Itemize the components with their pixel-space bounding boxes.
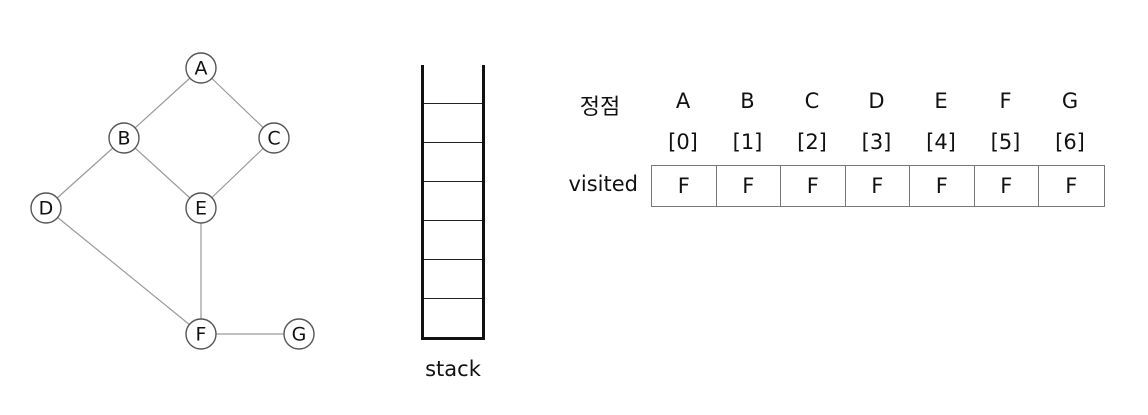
stack-container [421, 65, 485, 340]
visited-cell-e: F [910, 166, 975, 206]
visited-cell-g: F [1065, 174, 1078, 198]
column-vertex-f: F [999, 89, 1012, 113]
visited-cell-f: F [975, 166, 1039, 206]
edge-b-d [45, 137, 125, 209]
stack-slot [424, 298, 482, 337]
column-index-3: [3] [861, 130, 892, 154]
visited-cell-a: F [652, 166, 717, 206]
edge-a-c [200, 67, 275, 139]
graph-node-f: F [185, 318, 217, 350]
node-label: F [196, 324, 207, 346]
graph-node-a: A [185, 52, 217, 84]
node-circle [30, 192, 62, 224]
column-vertex-g: G [1061, 89, 1079, 113]
node-circle [185, 318, 217, 350]
node-label: A [195, 58, 208, 80]
column-vertex-c: C [804, 89, 820, 113]
edge-a-b [123, 67, 202, 139]
stack-slot [424, 103, 482, 142]
node-label: G [292, 324, 307, 346]
graph-node-c: C [258, 122, 290, 154]
stack-slot [424, 142, 482, 181]
column-vertex-e: E [934, 89, 948, 113]
stack-slot [424, 181, 482, 220]
edge-c-e [200, 137, 275, 209]
visited-array: F F F F F F F [651, 165, 1105, 207]
edge-d-f [45, 207, 202, 335]
node-label: B [117, 128, 130, 150]
column-index-0: [0] [668, 130, 698, 154]
stack-slot [424, 220, 482, 259]
stack-label: stack [425, 357, 481, 381]
column-vertex-d: D [868, 89, 885, 113]
column-index-6: [6] [1055, 130, 1085, 154]
visited-cell-d: F [846, 166, 910, 206]
graph-node-e: E [185, 192, 217, 224]
node-circle [185, 52, 217, 84]
node-circle [185, 192, 217, 224]
graph-diagram: A B C D E F G [30, 52, 315, 350]
column-index-2: [2] [797, 130, 827, 154]
node-label: D [39, 198, 54, 220]
node-circle [283, 318, 315, 350]
node-label: C [267, 128, 280, 150]
column-index-1: [1] [732, 130, 763, 154]
visited-label: visited [568, 172, 638, 196]
node-label: E [195, 198, 207, 220]
graph-node-g: G [283, 318, 315, 350]
column-index-5: [5] [990, 130, 1021, 154]
node-circle [258, 122, 290, 154]
visited-cell-c: F [781, 166, 846, 206]
graph-node-b: B [108, 122, 140, 154]
visited-cell-b: F [717, 166, 781, 206]
edge-b-e [123, 137, 202, 209]
column-vertex-a: A [675, 89, 691, 113]
stack-slot [424, 259, 482, 298]
column-index-4: [4] [926, 130, 956, 154]
graph-node-d: D [30, 192, 62, 224]
column-vertex-b: B [740, 89, 755, 113]
node-circle [108, 122, 140, 154]
vertex-header: 정점 [579, 95, 621, 120]
